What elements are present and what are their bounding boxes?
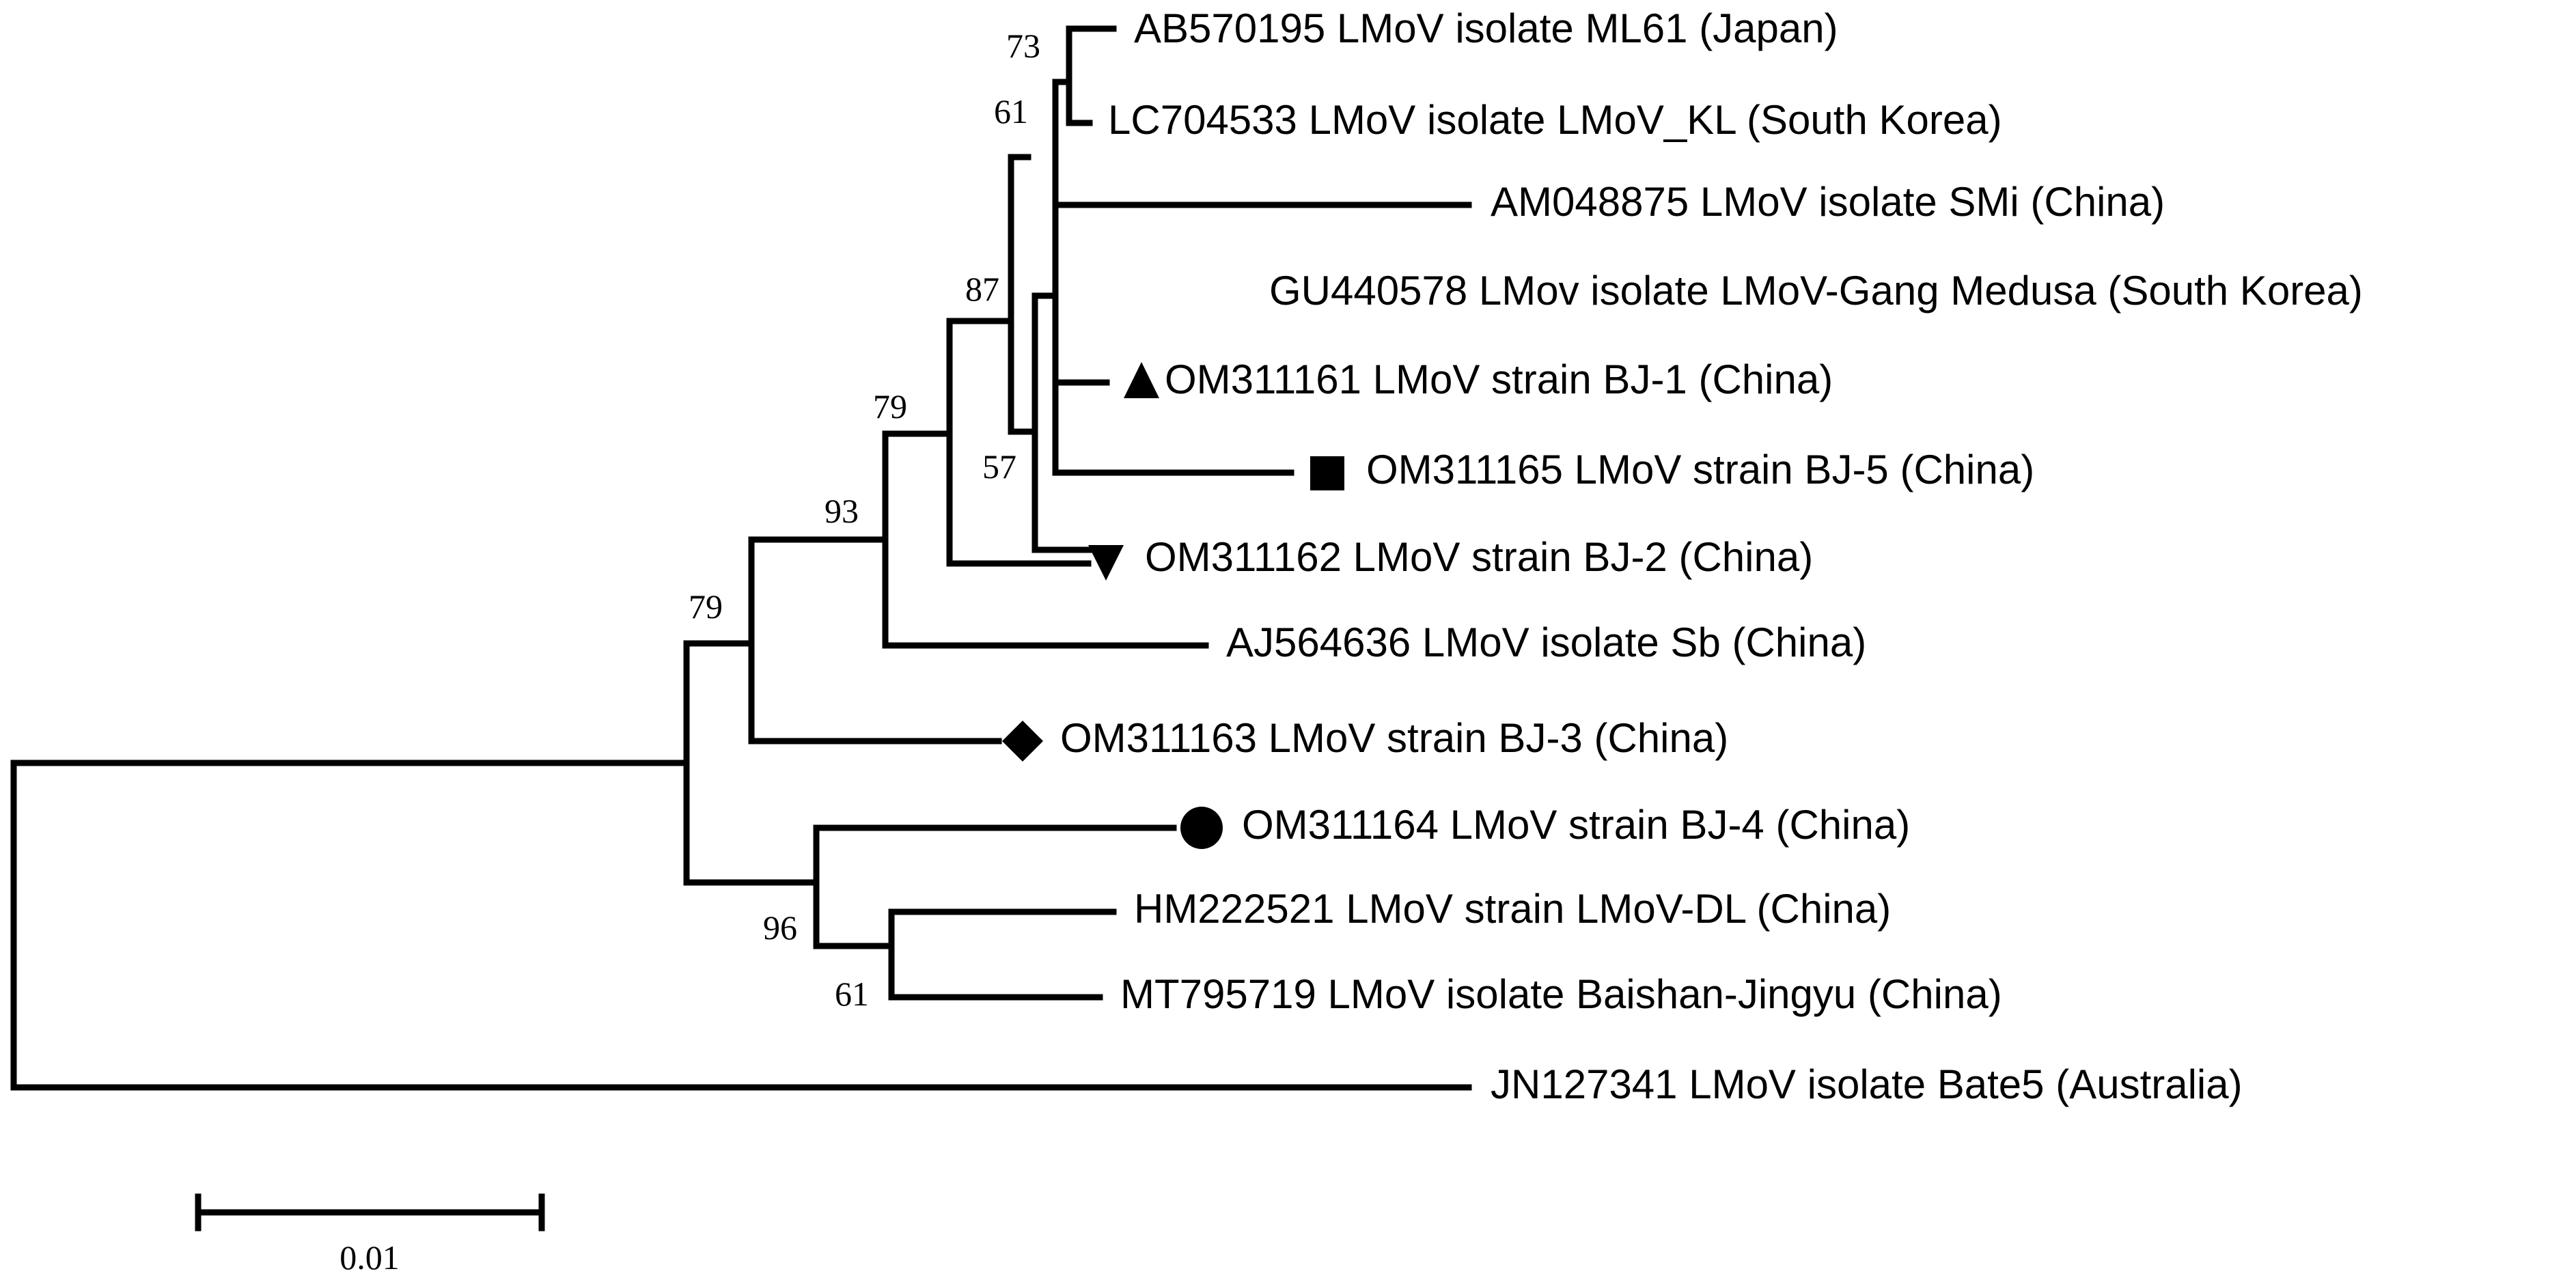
scale-bar: 0.01 xyxy=(195,1193,545,1277)
bootstrap-value: 61 xyxy=(994,92,1028,130)
triangle-up-icon xyxy=(1124,362,1159,398)
leaf-markers xyxy=(1002,362,1344,849)
triangle-down-icon xyxy=(1088,545,1124,581)
leaf-labels: AB570195 LMoV isolate ML61 (Japan) LC704… xyxy=(1060,5,2363,1107)
leaf-label-gu440578: GU440578 LMov isolate LMoV-Gang Medusa (… xyxy=(1269,268,2363,314)
leaf-label-om311165: OM311165 LMoV strain BJ-5 (China) xyxy=(1366,447,2034,492)
bootstrap-value: 79 xyxy=(689,587,723,626)
leaf-label-ab570195: AB570195 LMoV isolate ML61 (Japan) xyxy=(1134,5,1838,51)
leaf-label-om311161: OM311161 LMoV strain BJ-1 (China) xyxy=(1165,357,1833,402)
bootstrap-value: 93 xyxy=(825,492,859,530)
scale-bar-label: 0.01 xyxy=(340,1238,400,1277)
bootstrap-value: 57 xyxy=(982,447,1016,486)
leaf-label-lc704533: LC704533 LMoV isolate LMoV_KL (South Kor… xyxy=(1108,97,2002,143)
leaf-label-am048875: AM048875 LMoV isolate SMi (China) xyxy=(1491,179,2165,225)
leaf-label-jn127341: JN127341 LMoV isolate Bate5 (Australia) xyxy=(1491,1061,2243,1107)
circle-icon xyxy=(1180,807,1223,849)
bootstrap-value: 79 xyxy=(873,387,907,426)
leaf-label-om311163: OM311163 LMoV strain BJ-3 (China) xyxy=(1060,715,1728,761)
square-icon xyxy=(1310,456,1344,490)
leaf-label-hm222521: HM222521 LMoV strain LMoV-DL (China) xyxy=(1134,886,1891,932)
bootstrap-values: 73 61 87 57 79 93 79 96 61 xyxy=(689,27,1040,1013)
bootstrap-value: 61 xyxy=(835,975,869,1013)
leaf-label-mt795719: MT795719 LMoV isolate Baishan-Jingyu (Ch… xyxy=(1120,971,2002,1017)
leaf-label-om311164: OM311164 LMoV strain BJ-4 (China) xyxy=(1242,802,1910,848)
bootstrap-value: 87 xyxy=(965,270,999,308)
bootstrap-value: 73 xyxy=(1006,27,1040,65)
bootstrap-value: 96 xyxy=(763,908,797,947)
diamond-icon xyxy=(1002,721,1043,762)
tree-branches xyxy=(10,25,1472,1091)
leaf-label-aj564636: AJ564636 LMoV isolate Sb (China) xyxy=(1226,620,1866,665)
leaf-label-om311162: OM311162 LMoV strain BJ-2 (China) xyxy=(1145,534,1813,580)
